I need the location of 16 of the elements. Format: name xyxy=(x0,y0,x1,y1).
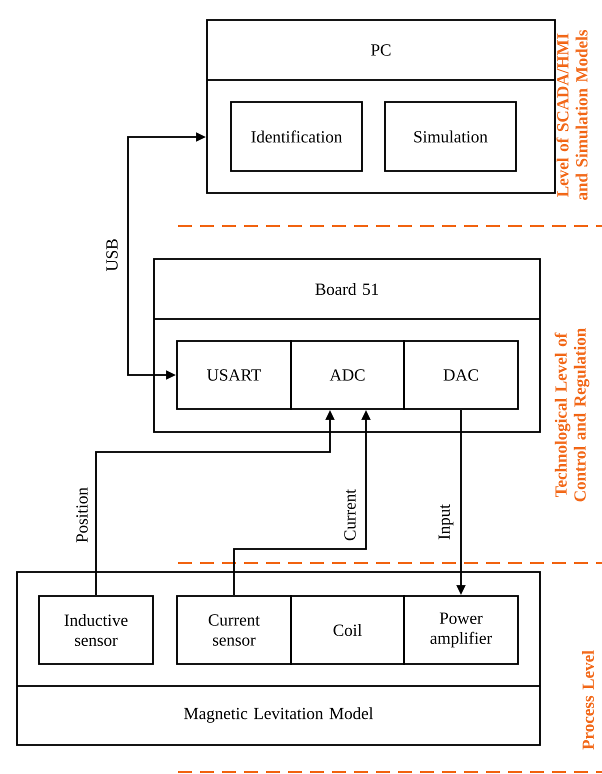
component-box: Inductive sensor xyxy=(38,595,154,665)
component-box: Current sensor xyxy=(176,595,292,665)
component-box: Power amplifier xyxy=(403,595,519,665)
component-box: Coil xyxy=(290,595,405,665)
edge-label: Current xyxy=(343,488,357,542)
level-label: Technological Level of Control and Regulation xyxy=(554,328,590,502)
edge-label: Input xyxy=(438,503,454,541)
component-box: DAC xyxy=(403,340,519,410)
level-label: Process Level xyxy=(582,650,594,750)
edge-label: Position xyxy=(75,486,89,544)
component-box: USART xyxy=(176,340,292,410)
edge-label: USB xyxy=(105,237,119,273)
component-box: Simulation xyxy=(384,101,517,172)
level-label: Level of SCADA/HMI and Simulation Models xyxy=(556,30,588,200)
component-box: Identification xyxy=(230,101,363,172)
component-box: ADC xyxy=(290,340,405,410)
